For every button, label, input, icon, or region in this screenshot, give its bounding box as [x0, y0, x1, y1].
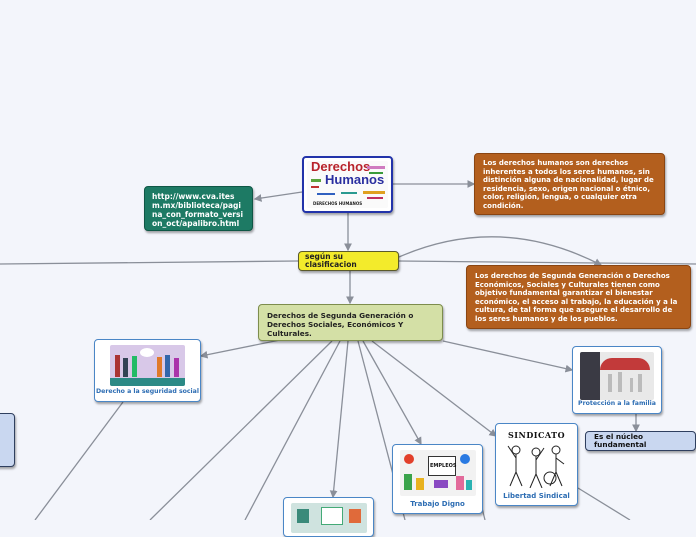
connector-union-down — [577, 487, 631, 520]
classification-label: según su clasificacion — [305, 251, 357, 269]
link-node[interactable]: http://www.cva.itesm.mx/biblioteca/pagin… — [144, 186, 253, 231]
social-security-illustration — [110, 345, 185, 386]
union-sign-text: SINDICATO — [508, 430, 566, 440]
decent-work-card[interactable]: EMPLEOS Trabajo Digno — [392, 444, 483, 514]
second-gen-label: Derechos de Segunda Generación o Derecho… — [267, 311, 414, 338]
second-gen-description-text: Los derechos de Segunda Generación o Der… — [475, 272, 678, 323]
connector-security-down — [34, 401, 124, 520]
bottom-card-illustration — [291, 503, 367, 533]
social-security-card[interactable]: Derecho a la seguridad social — [94, 339, 201, 402]
classification-node[interactable]: según su clasificacion — [298, 251, 399, 271]
union-illustration: SINDICATO — [504, 428, 570, 488]
social-security-label: Derecho a la seguridad social — [96, 387, 199, 395]
union-freedom-label: Libertad Sindical — [503, 491, 570, 500]
connector-central-link — [253, 191, 303, 202]
bottom-card-partial[interactable] — [283, 497, 374, 537]
connector-lines — [0, 180, 696, 520]
second-gen-description-node[interactable]: Los derechos de Segunda Generación o Der… — [466, 265, 691, 329]
decent-work-illustration: EMPLEOS — [400, 450, 476, 496]
family-protection-illustration — [580, 352, 654, 400]
wordcloud-title-1: Derechos — [311, 161, 371, 174]
central-topic-derechos-humanos[interactable]: Derechos Humanos DERECHOS HUMANOS — [302, 156, 393, 213]
wordcloud-caption: DERECHOS HUMANOS — [313, 201, 363, 206]
connector-to-bottom-card — [329, 340, 349, 499]
connector-to-family — [442, 340, 574, 373]
definition-node[interactable]: Los derechos humanos son derechos inhere… — [474, 153, 665, 215]
family-protection-card[interactable]: Protección a la familia — [572, 346, 662, 414]
wordcloud-title-2: Humanos — [325, 172, 385, 187]
decent-work-label: Trabajo Digno — [410, 499, 465, 508]
connector-classification-left — [0, 260, 299, 265]
link-text[interactable]: http://www.cva.itesm.mx/biblioteca/pagin… — [152, 192, 244, 228]
family-core-label: Es el núcleo fundamental — [594, 431, 647, 449]
connector-classification-right — [398, 260, 696, 265]
left-edge-partial-node[interactable] — [0, 413, 15, 467]
connector-down-left-1 — [149, 340, 333, 520]
definition-text: Los derechos humanos son derechos inhere… — [483, 159, 654, 210]
family-protection-label: Protección a la familia — [578, 399, 656, 407]
connector-to-union — [371, 340, 498, 437]
connector-classification-desc — [398, 236, 603, 266]
family-core-node[interactable]: Es el núcleo fundamental — [585, 431, 696, 451]
union-freedom-card[interactable]: SINDICATO Libertad Sindical — [495, 423, 578, 506]
second-gen-node[interactable]: Derechos de Segunda Generación o Derecho… — [258, 304, 443, 341]
jobs-sign-text: EMPLEOS — [430, 463, 457, 469]
derechos-humanos-wordcloud: Derechos Humanos DERECHOS HUMANOS — [307, 161, 388, 208]
connector-down-left-2 — [244, 340, 341, 520]
connector-to-security — [199, 339, 281, 359]
union-crowd-drawing — [507, 445, 565, 488]
connector-to-work — [362, 340, 422, 446]
